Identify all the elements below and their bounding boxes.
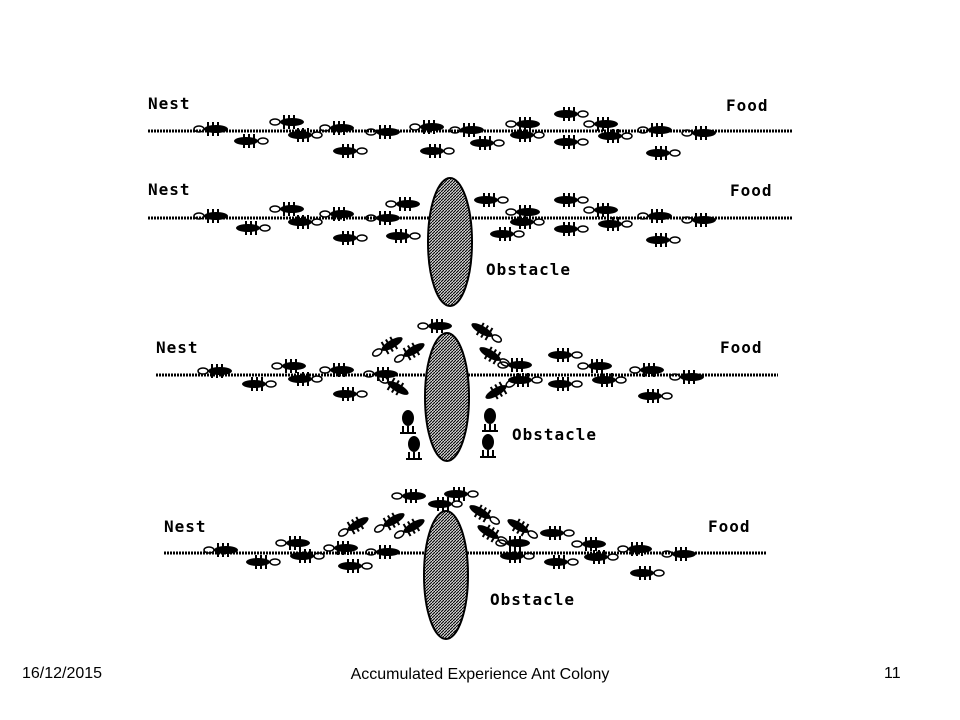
ant-group xyxy=(193,106,717,161)
ant-icon xyxy=(332,230,368,246)
panel-4: Nest Food Obstacle xyxy=(164,486,766,640)
footer-date: 16/12/2015 xyxy=(22,665,103,682)
page-number: 11 xyxy=(884,665,901,682)
ant-icon xyxy=(629,565,665,581)
ant-icon xyxy=(241,376,277,392)
ant-colony-diagram: Nest Food xyxy=(148,94,792,640)
nest-label: Nest xyxy=(148,94,191,113)
ant-icon xyxy=(405,435,423,460)
ant-icon xyxy=(543,554,579,570)
panel-3: Nest Food Obstacle xyxy=(156,316,778,462)
ant-icon xyxy=(370,506,409,539)
ant-icon xyxy=(269,201,305,217)
ant-icon xyxy=(337,558,373,574)
ant-icon xyxy=(203,542,239,558)
ant-icon xyxy=(465,498,504,531)
obstacle xyxy=(424,332,470,462)
obstacle-label: Obstacle xyxy=(512,425,597,444)
obstacle-label: Obstacle xyxy=(490,590,575,609)
ant-icon xyxy=(319,120,355,136)
ant-icon xyxy=(583,116,619,132)
ant-icon xyxy=(271,358,307,374)
ant-icon xyxy=(637,208,673,224)
ant-icon xyxy=(193,121,229,137)
ant-icon xyxy=(553,221,589,237)
footer-title: Accumulated Experience Ant Colony xyxy=(350,666,610,683)
ant-icon xyxy=(233,133,269,149)
ant-icon xyxy=(645,145,681,161)
ant-icon xyxy=(473,192,509,208)
nest-label: Nest xyxy=(164,517,207,536)
ant-icon xyxy=(479,433,497,458)
ant-icon xyxy=(193,208,229,224)
panel-2: Nest Food Obstacle xyxy=(148,177,792,307)
ant-icon xyxy=(669,369,705,385)
ant-icon xyxy=(391,488,427,504)
ant-icon xyxy=(637,388,673,404)
ant-icon xyxy=(547,347,583,363)
ant-icon xyxy=(289,548,325,564)
obstacle-label: Obstacle xyxy=(486,260,571,279)
food-label: Food xyxy=(720,338,763,357)
ant-icon xyxy=(571,536,607,552)
ant-icon xyxy=(681,125,717,141)
panel-1: Nest Food xyxy=(148,94,792,161)
ant-icon xyxy=(681,212,717,228)
ant-icon xyxy=(583,202,619,218)
ant-icon xyxy=(235,220,271,236)
ant-icon xyxy=(427,496,463,512)
ant-icon xyxy=(417,318,453,334)
ant-icon xyxy=(467,316,506,349)
ant-icon xyxy=(469,135,505,151)
obstacle xyxy=(427,177,473,307)
ant-icon xyxy=(481,407,499,432)
food-label: Food xyxy=(708,517,751,536)
ant-icon xyxy=(645,232,681,248)
ant-icon xyxy=(245,554,281,570)
food-label: Food xyxy=(730,181,773,200)
ant-icon xyxy=(547,376,583,392)
ant-icon xyxy=(499,548,535,564)
ant-icon xyxy=(399,409,417,434)
ant-icon xyxy=(553,192,589,208)
ant-icon xyxy=(577,358,613,374)
ant-icon xyxy=(661,546,697,562)
ant-icon xyxy=(539,525,575,541)
nest-label: Nest xyxy=(156,338,199,357)
ant-icon xyxy=(553,106,589,122)
ant-icon xyxy=(334,510,373,543)
obstacle xyxy=(423,510,469,640)
ant-icon xyxy=(385,228,421,244)
ant-icon xyxy=(275,535,311,551)
ant-icon xyxy=(419,143,455,159)
ant-icon xyxy=(505,116,541,132)
ant-icon xyxy=(332,386,368,402)
ant-icon xyxy=(443,486,479,502)
ant-icon xyxy=(553,134,589,150)
ant-icon xyxy=(332,143,368,159)
food-label: Food xyxy=(726,96,769,115)
ant-icon xyxy=(368,330,407,363)
ant-icon xyxy=(489,226,525,242)
ant-icon xyxy=(269,114,305,130)
ant-icon xyxy=(385,196,421,212)
nest-label: Nest xyxy=(148,180,191,199)
